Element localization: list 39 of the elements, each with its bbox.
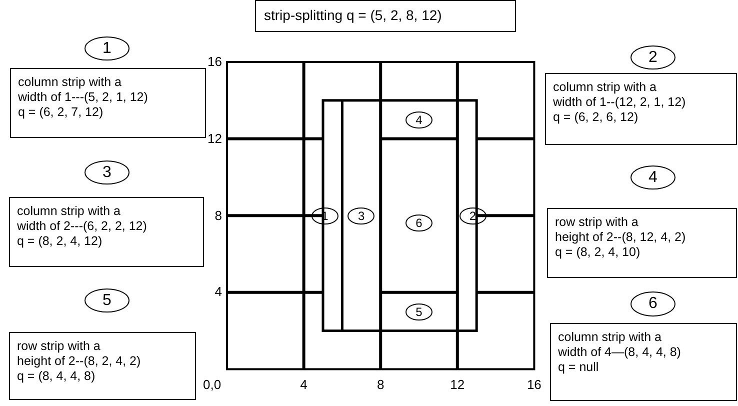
number-ellipse: 3 [84, 160, 130, 185]
title-box: strip-splitting q = (5, 2, 8, 12) [255, 0, 516, 32]
q-value: q = (6, 2, 6, 12) [553, 110, 640, 125]
strip-description-box [547, 208, 737, 278]
axis-label: 16 [526, 377, 542, 392]
strip-description-box [10, 68, 206, 138]
axis-label: 4 [214, 284, 222, 300]
strip-number-ellipse: 2 [458, 206, 487, 225]
axis-label: 12 [208, 130, 222, 146]
strip-description-box [550, 323, 737, 401]
q-value: q = (8, 2, 4, 12) [17, 234, 104, 249]
strip-number-ellipse: 4 [405, 110, 433, 129]
strip-description: column strip with a width of 4—(8, 4, 4, 8) [558, 330, 682, 360]
number-ellipse: 1 [84, 36, 130, 61]
strip-description-box [545, 73, 737, 145]
strip-description: row strip with a height of 2--(8, 2, 4, 2) [17, 339, 142, 369]
strip-number-ellipse: 6 [405, 214, 433, 232]
strip-description: column strip with a width of 1---(5, 2, 1, 12) [18, 75, 149, 105]
axis-label: 8 [214, 208, 222, 223]
number-ellipse: 5 [84, 288, 130, 313]
axis-label: 12 [449, 377, 466, 392]
number-ellipse: 2 [630, 45, 676, 70]
strip-number-ellipse: 3 [347, 206, 376, 225]
axis-label: 16 [208, 54, 222, 69]
strip-description: column strip with a width of 2---(6, 2, 2, 12) [17, 204, 148, 234]
q-value: q = (8, 4, 4, 8) [17, 369, 96, 384]
strip-description-box [9, 197, 204, 267]
q-value: q = (6, 2, 7, 12) [18, 105, 104, 120]
strip-description: row strip with a height of 2--(8, 12, 4, 2) [555, 215, 687, 245]
q-value: q = null [558, 360, 600, 375]
number-ellipse: 4 [630, 165, 676, 190]
q-value: q = (8, 2, 4, 10) [555, 245, 642, 260]
strip-description: column strip with a width of 1--(12, 2, 1, 12) [553, 80, 687, 110]
axis-label: 4 [299, 377, 308, 392]
axis-label: 8 [376, 377, 386, 392]
strip-number-ellipse: 5 [405, 302, 433, 321]
number-ellipse: 6 [630, 291, 676, 317]
axis-label: 0,0 [203, 377, 222, 392]
strip-description-box [9, 332, 196, 400]
